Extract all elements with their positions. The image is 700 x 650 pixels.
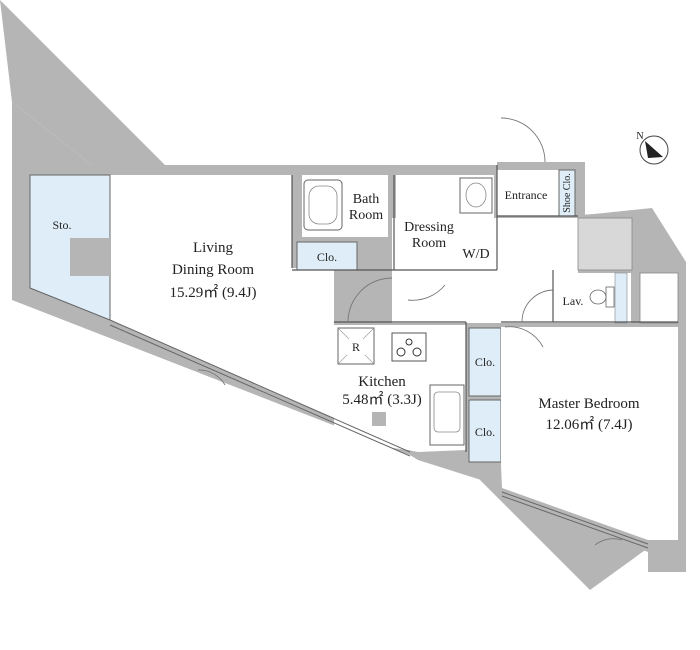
toilet-bowl xyxy=(589,289,607,305)
entrance-floor xyxy=(497,170,559,216)
closet-living-label: Clo. xyxy=(317,250,337,264)
partitions xyxy=(291,165,678,452)
bathtub-inner xyxy=(308,185,338,225)
master-floor xyxy=(501,327,678,540)
kitchen-area: 5.48㎡ (3.3J) xyxy=(342,391,422,408)
living-area: 15.29㎡ (9.4J) xyxy=(169,284,256,301)
compass-letter: N xyxy=(636,131,643,142)
compass: N xyxy=(636,131,669,165)
shoe-closet-label: Shoe Clo. xyxy=(562,173,573,212)
storage-column xyxy=(70,238,110,276)
dressing-label-1: Dressing xyxy=(404,220,454,235)
compass-arrow-icon xyxy=(645,141,663,158)
closet-bed-1 xyxy=(468,327,502,397)
pipe-space xyxy=(639,272,679,324)
living-label-1: Living xyxy=(193,240,233,256)
doors xyxy=(197,117,623,546)
windows xyxy=(109,319,649,549)
lav-sink-strip xyxy=(614,272,628,324)
master-area: 12.06㎡ (7.4J) xyxy=(545,416,632,433)
hall-gray-block xyxy=(577,217,633,271)
burner-1 xyxy=(396,347,406,357)
toilet-tank xyxy=(605,286,615,308)
sink-basin xyxy=(465,182,487,208)
wd-label: W/D xyxy=(462,247,489,262)
closet-bed-2-label: Clo. xyxy=(475,425,495,439)
kitchen-label: Kitchen xyxy=(358,374,406,390)
entrance-label: Entrance xyxy=(505,188,548,202)
closet-bed-1-label: Clo. xyxy=(475,355,495,369)
bath-label-2: Room xyxy=(349,208,383,223)
storage-label: Sto. xyxy=(52,218,71,232)
burner-3 xyxy=(405,338,413,346)
fridge-label: R xyxy=(352,340,360,354)
master-label: Master Bedroom xyxy=(538,396,640,412)
burner-2 xyxy=(412,347,422,357)
kitchen-pillar xyxy=(372,412,386,426)
stove xyxy=(391,332,427,362)
living-floor xyxy=(110,175,408,450)
dressing-label-2: Room xyxy=(412,236,446,251)
living-label-2: Dining Room xyxy=(172,262,254,278)
kitchen-sink-basin xyxy=(433,391,461,433)
bath-label-1: Bath xyxy=(353,192,379,207)
lav-label: Lav. xyxy=(563,294,584,308)
